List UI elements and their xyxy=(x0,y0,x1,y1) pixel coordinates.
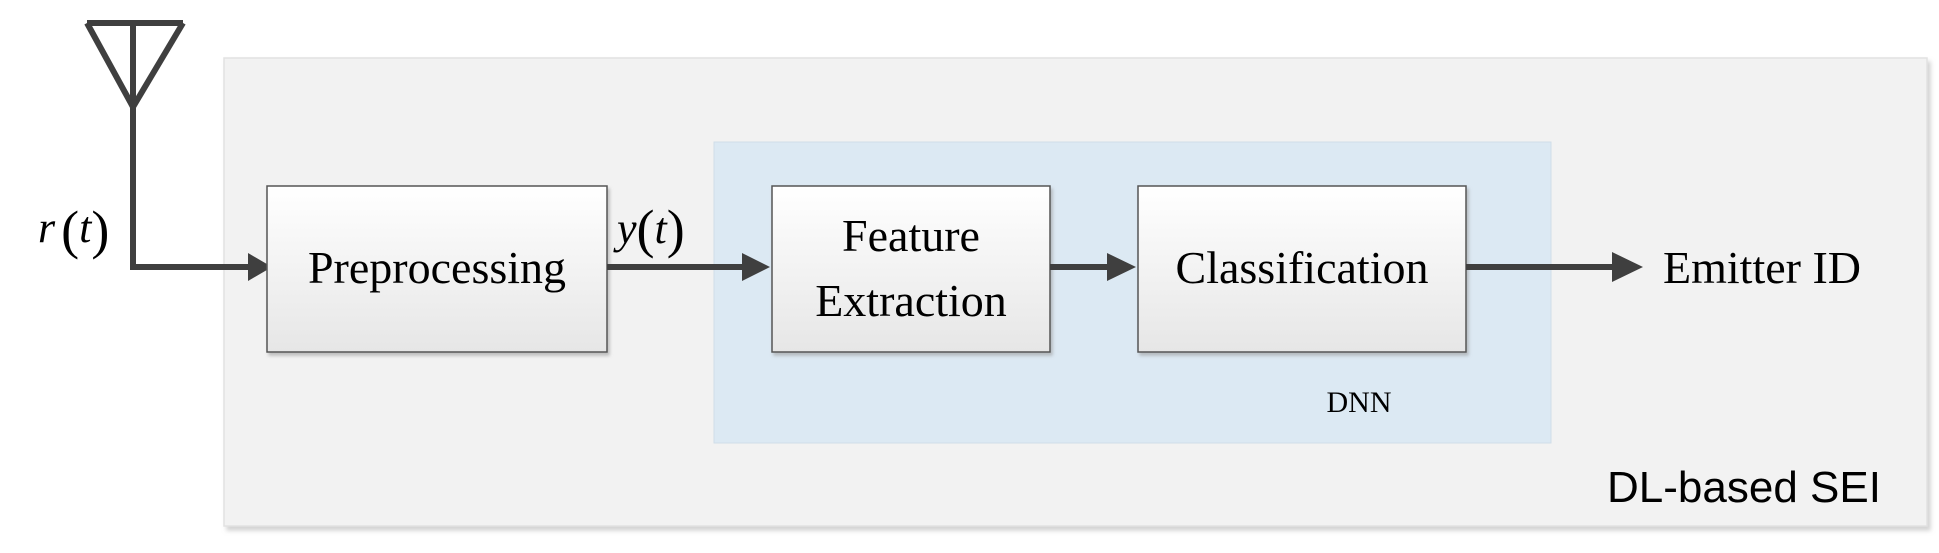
preprocessed-signal-arg: t xyxy=(655,204,669,253)
input-signal-name: r xyxy=(38,203,56,252)
arrowhead-classification xyxy=(1107,253,1136,281)
preprocessed-signal-label: y(t) xyxy=(613,199,685,259)
feature-extraction-label-line1: Feature xyxy=(842,210,980,261)
output-label: Emitter ID xyxy=(1663,242,1861,293)
preprocessed-signal-name: y xyxy=(613,204,637,253)
dnn-label: DNN xyxy=(1327,386,1392,419)
classification-block xyxy=(1137,185,1467,353)
feature-extraction-label-line2: Extraction xyxy=(815,275,1007,326)
input-signal-label: r(t) xyxy=(38,200,109,260)
input-arrowhead xyxy=(248,253,272,281)
classification-label: Classification xyxy=(1176,242,1429,293)
preprocessing-label: Preprocessing xyxy=(308,242,566,293)
arrowhead-output xyxy=(1612,252,1643,282)
system-label: DL-based SEI xyxy=(1607,463,1881,512)
antenna-icon xyxy=(84,20,250,270)
arrowhead-feature xyxy=(742,253,770,281)
preprocessing-block xyxy=(266,185,608,353)
feature-extraction-block xyxy=(771,185,1051,353)
input-signal-arg: t xyxy=(79,203,93,252)
